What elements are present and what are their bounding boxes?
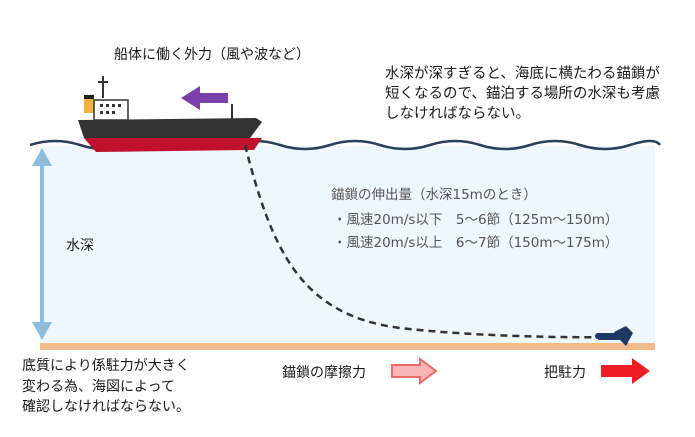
holding-power-arrow bbox=[601, 358, 650, 384]
external-force-label: 船体に働く外力（風や波など） bbox=[114, 47, 310, 63]
water-depth-note: 水深が深すぎると、海底に横たわる錨鎖が 短くなるので、錨泊する場所の水深も考慮 … bbox=[385, 64, 660, 124]
seabed-note-line-3: 確認しなければならない。 bbox=[22, 399, 190, 415]
seabed-note: 底質により係駐力が大きく 変わる為、海図によって 確認しなければならない。 bbox=[22, 356, 190, 418]
chain-length-row-1: ・風速20m/s以下 5〜6節（125m〜150m） bbox=[333, 212, 619, 228]
seabed-note-line-1: 底質により係駐力が大きく bbox=[22, 358, 190, 374]
water-column bbox=[40, 146, 655, 344]
water-depth-arrow bbox=[32, 148, 52, 340]
anchor bbox=[595, 326, 633, 346]
note-line-1: 水深が深すぎると、海底に横たわる錨鎖が bbox=[385, 66, 660, 82]
chain-friction-label: 錨鎖の摩擦力 bbox=[282, 365, 366, 381]
seabed bbox=[40, 343, 655, 350]
anchor-chain bbox=[243, 144, 623, 339]
chain-length-row-2: ・風速20m/s以上 6〜7節（150m〜175m） bbox=[333, 235, 619, 251]
holding-power-label: 把駐力 bbox=[544, 365, 586, 381]
chain-friction-arrow bbox=[391, 357, 438, 385]
note-line-3: しなければならない。 bbox=[385, 106, 530, 122]
seabed-note-line-2: 変わる為、海図によって bbox=[22, 378, 175, 395]
ship bbox=[78, 76, 262, 152]
chain-length-title: 錨鎖の伸出量（水深15mのとき） bbox=[331, 187, 537, 203]
note-line-2: 短くなるので、錨泊する場所の水深も考慮 bbox=[385, 86, 660, 102]
water-depth-label: 水深 bbox=[66, 238, 94, 254]
external-force-arrow bbox=[181, 86, 228, 110]
